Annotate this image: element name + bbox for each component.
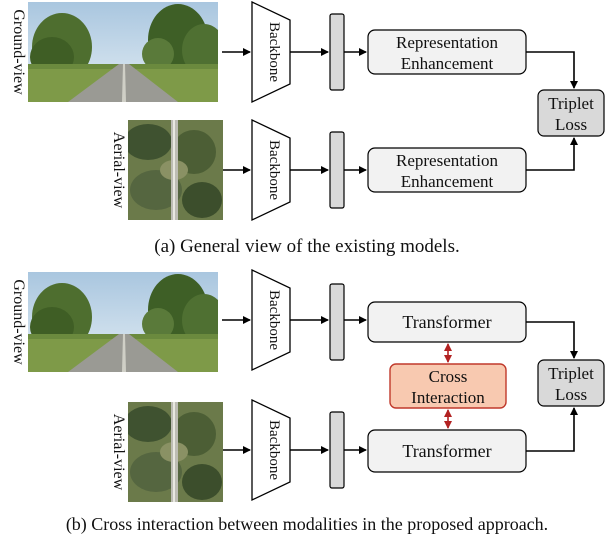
ground-view-image-a <box>28 2 218 102</box>
caption-b: (b) Cross interaction between modalities… <box>65 514 549 534</box>
triplet-a-line1: Triplet <box>548 94 594 113</box>
aerial-view-label-b: Aerial-view <box>110 414 127 491</box>
backbone-ground-b <box>251 268 291 372</box>
ground-view-label-b: Ground-view <box>10 279 27 365</box>
feature-bar-ground-a <box>329 13 345 91</box>
ground-view-image-b <box>28 272 218 372</box>
transformer-aerial-label: Transformer <box>402 441 491 461</box>
backbone-label-ground-b: Backbone <box>266 290 282 350</box>
backbone-label-aerial-a: Backbone <box>266 140 282 200</box>
re-aerial-line2: Enhancement <box>401 172 494 191</box>
triplet-a-line2: Loss <box>555 115 587 134</box>
re-ground-line2: Enhancement <box>401 54 494 73</box>
cross-line1: Cross <box>429 367 468 386</box>
feature-bar-ground-b <box>329 283 345 361</box>
backbone-label-aerial-b: Backbone <box>266 420 282 480</box>
ground-view-label-a: Ground-view <box>10 9 27 95</box>
triplet-loss-a <box>537 89 605 137</box>
backbone-aerial-b <box>251 398 291 502</box>
aerial-view-image-b <box>128 402 223 502</box>
triplet-loss-b <box>537 359 605 407</box>
backbone-ground-a <box>251 0 291 104</box>
backbone-label-ground-a: Backbone <box>266 22 282 82</box>
re-aerial-line1: Representation <box>396 151 498 170</box>
arrows-b <box>222 316 578 454</box>
caption-a: (a) General view of the existing models. <box>154 236 460 257</box>
triplet-b-line1: Triplet <box>548 364 594 383</box>
feature-bar-aerial-b <box>329 411 345 489</box>
cross-line2: Interaction <box>411 388 485 407</box>
aerial-view-label-a: Aerial-view <box>110 132 127 209</box>
arrows-a <box>222 48 578 174</box>
feature-bar-aerial-a <box>329 131 345 209</box>
backbone-aerial-a <box>251 118 291 222</box>
transformer-ground-label: Transformer <box>402 312 491 332</box>
re-ground-line1: Representation <box>396 33 498 52</box>
triplet-b-line2: Loss <box>555 385 587 404</box>
cross-interaction <box>389 363 507 409</box>
aerial-view-image-a <box>128 120 223 220</box>
